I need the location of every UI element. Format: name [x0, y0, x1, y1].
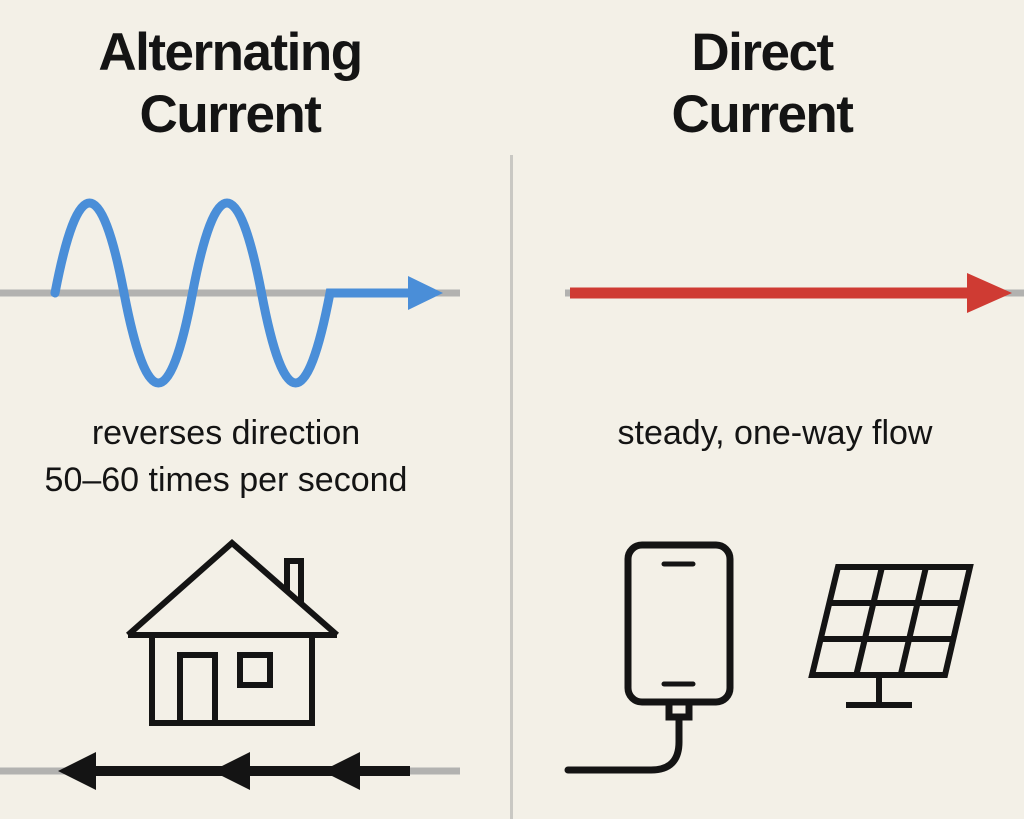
house-roof [126, 539, 339, 638]
solar-grid-v1 [853, 566, 885, 676]
left-caption-line1: reverses direction [91, 414, 361, 452]
right-caption: steady, one-way flow [530, 410, 1020, 457]
house-window [237, 652, 273, 688]
left-caption-line2: 50–60 times per second [44, 460, 408, 499]
solar-grid-v2 [897, 566, 929, 676]
phone-body [624, 541, 734, 706]
charger-cable [564, 713, 683, 774]
left-title-line1: Alternating [98, 23, 363, 82]
phone-charging-icon [564, 541, 734, 774]
ac-sine-wave-icon [0, 198, 460, 388]
left-arrowhead-1 [58, 752, 96, 790]
right-caption-line1: steady, one-way flow [617, 414, 933, 452]
left-arrowhead-3 [322, 752, 360, 790]
right-title-line1: Direct [691, 23, 834, 82]
house-icon [126, 539, 339, 726]
dc-arrowhead [967, 273, 1012, 313]
reverse-flow-left-arrows-icon [0, 752, 460, 790]
dc-right-arrow-icon [565, 273, 1024, 313]
left-title-line2: Current [139, 85, 322, 144]
sine-wave-path [50, 198, 415, 388]
solar-panel-icon [808, 564, 974, 708]
right-panel-title: Direct Current [512, 22, 1012, 146]
panel-divider [510, 155, 513, 819]
left-arrowhead-2 [212, 752, 250, 790]
ac-flow-right-arrow-icon [408, 276, 443, 310]
right-title-line2: Current [671, 85, 854, 144]
left-panel-title: Alternating Current [0, 22, 460, 146]
house-body [149, 635, 315, 726]
house-chimney [284, 558, 304, 604]
solar-panel-frame [808, 564, 974, 678]
house-door [177, 652, 218, 723]
left-caption: reverses direction 50–60 times per secon… [0, 410, 452, 503]
